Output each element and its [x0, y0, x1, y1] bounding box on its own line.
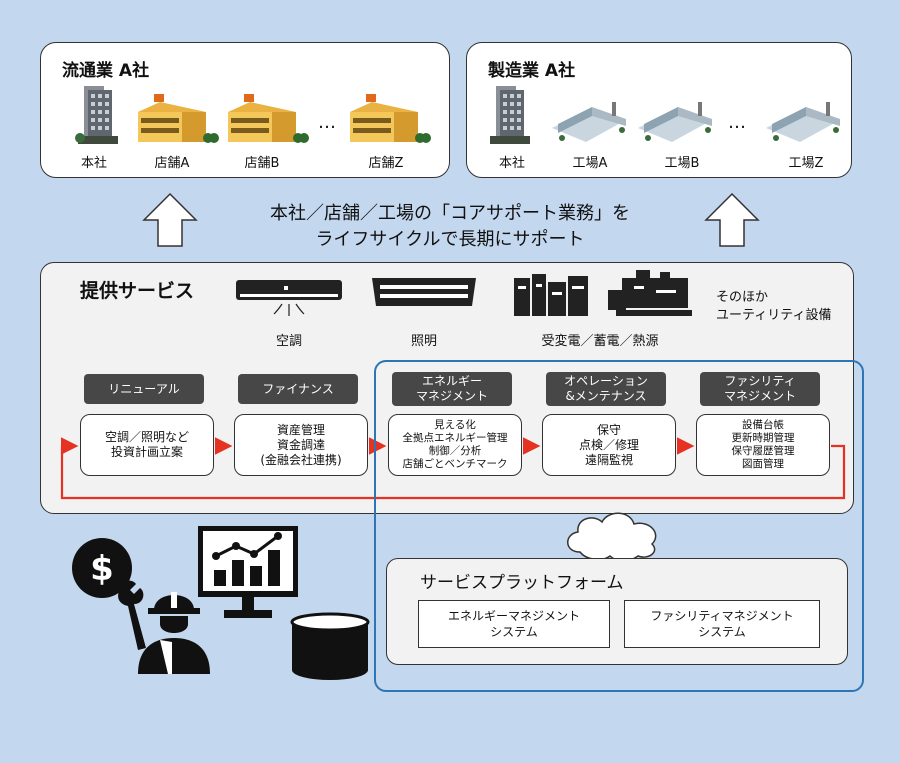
- step-renewal-box: 空調／照明など投資計画立案: [80, 414, 214, 476]
- svg-text:$: $: [90, 549, 114, 589]
- platform-scope-frame: [374, 360, 864, 692]
- factory-icon: [552, 102, 626, 142]
- manufacturing-ellipsis: …: [728, 112, 748, 133]
- store-icon: [350, 94, 431, 143]
- step-finance-box: 資産管理資金調達(金融会社連携): [234, 414, 368, 476]
- factory-icon: [766, 102, 840, 142]
- headline-line-2: ライフサイクルで長期にサポート: [315, 229, 585, 250]
- air-conditioner-icon: [236, 280, 342, 316]
- substation-icon: [514, 274, 588, 316]
- retail-building-label: 店舗Z: [368, 156, 404, 171]
- provided-services-title: 提供サービス: [80, 280, 195, 302]
- up-arrow-icon: [704, 192, 760, 247]
- database-icon: [290, 612, 370, 680]
- engineer-icon: [118, 580, 210, 674]
- store-icon: [138, 94, 219, 143]
- manufacturing-building-label: 工場Z: [788, 156, 824, 171]
- generator-icon: [608, 270, 692, 316]
- retail-building-label: 店舗A: [154, 156, 190, 171]
- step-operation-maintenance-header: オペレーション&メンテナンス: [546, 372, 666, 406]
- other-utility-label: ユーティリティ設備: [716, 308, 832, 323]
- office-tower-icon: [75, 86, 118, 144]
- manufacturing-building-icons: [490, 86, 840, 144]
- up-arrow-icon: [142, 192, 198, 247]
- step-operation-maintenance-box: 保守点検／修理遠隔監視: [542, 414, 676, 476]
- step-energy-management-header: エネルギーマネジメント: [392, 372, 512, 406]
- manufacturing-company-panel: [466, 42, 852, 178]
- energy-management-system-box: エネルギーマネジメントシステム: [418, 600, 610, 648]
- service-label: 空調: [275, 334, 302, 349]
- service-platform-title: サービスプラットフォーム: [420, 573, 624, 593]
- step-finance-header: ファイナンス: [238, 374, 358, 404]
- factory-icon: [638, 102, 712, 142]
- manufacturing-building-label: 本社: [498, 156, 525, 171]
- headline-line-1: 本社／店舗／工場の「コアサポート業務」を: [270, 203, 630, 224]
- manufacturing-building-label: 工場A: [572, 156, 608, 171]
- office-tower-icon: [490, 86, 530, 144]
- retail-company-title: 流通業 A社: [62, 61, 150, 81]
- cloud-icon: [567, 512, 657, 562]
- step-facility-management-header: ファシリティマネジメント: [700, 372, 820, 406]
- chart-monitor-icon: [198, 526, 298, 618]
- retail-building-label: 本社: [80, 156, 107, 171]
- step-energy-management-box: 見える化全拠点エネルギー管理制御／分析店舗ごとベンチマーク: [388, 414, 522, 476]
- retail-building-label: 店舗B: [244, 156, 280, 171]
- lighting-fixture-icon: [372, 278, 476, 306]
- service-label: 受変電／蓄電／熱源: [541, 334, 659, 349]
- retail-building-icons: [75, 86, 431, 144]
- retail-ellipsis: …: [318, 112, 338, 133]
- dollar-coin-icon: $: [72, 538, 132, 598]
- facility-management-system-box: ファシリティマネジメントシステム: [624, 600, 820, 648]
- service-label: 照明: [410, 334, 437, 349]
- manufacturing-company-title: 製造業 A社: [488, 61, 576, 81]
- step-renewal-header: リニューアル: [84, 374, 204, 404]
- manufacturing-building-label: 工場B: [664, 156, 700, 171]
- other-utility-label: そのほか: [716, 290, 769, 305]
- step-facility-management-box: 設備台帳更新時期管理保守履歴管理図面管理: [696, 414, 830, 476]
- store-icon: [228, 94, 309, 143]
